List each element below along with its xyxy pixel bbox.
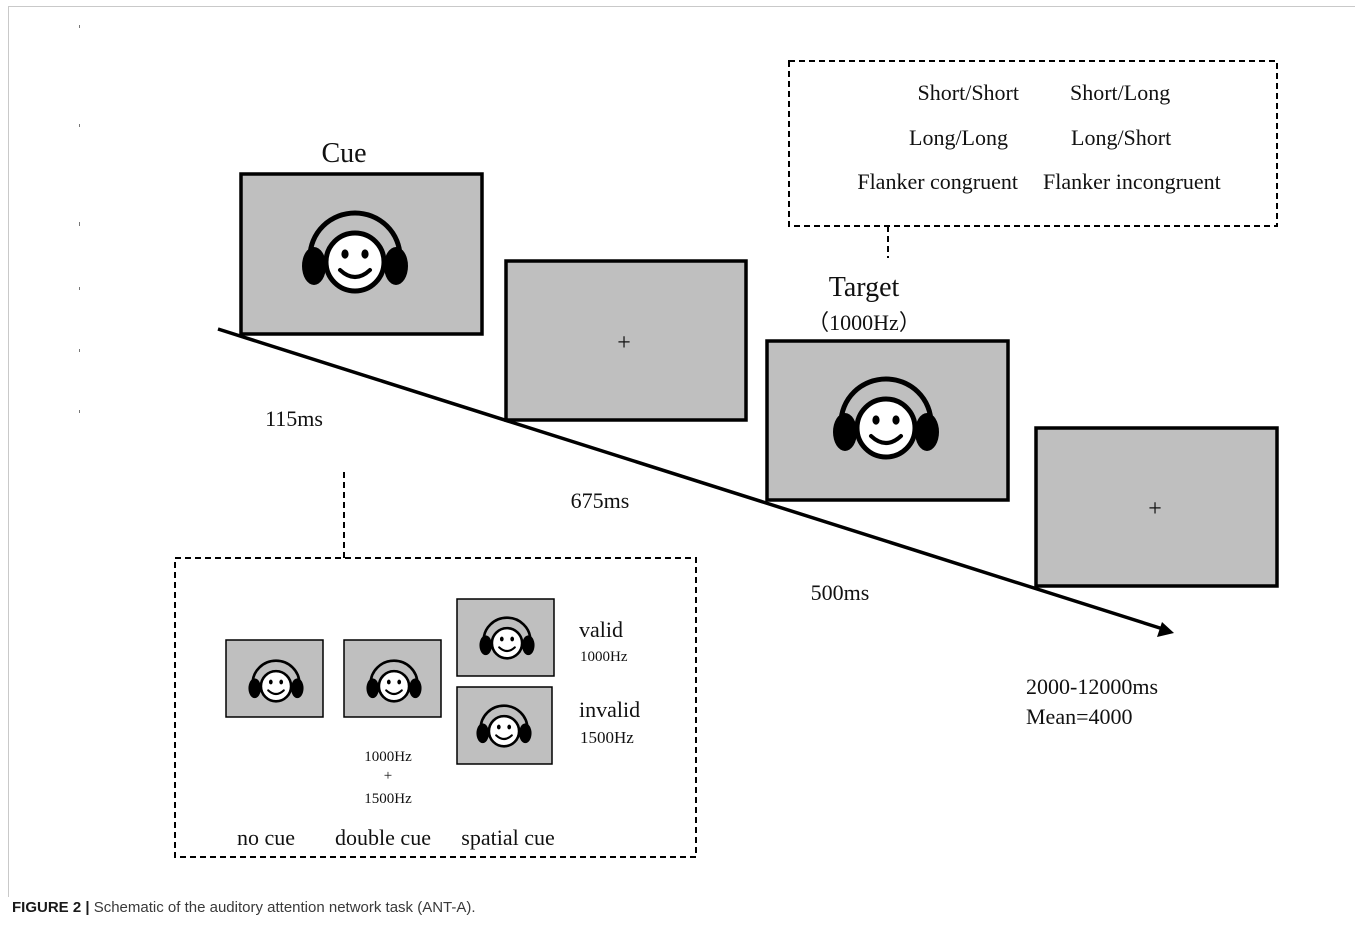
double-cue-frequency-1: 1000Hz [364, 749, 412, 765]
condition-short-short: Short/Short [918, 80, 1019, 105]
fixation-cross-1: + [617, 330, 631, 356]
invalid-frequency: 1500Hz [580, 728, 634, 747]
fixation-screen-1 [504, 259, 748, 422]
no-cue-label: no cue [237, 825, 295, 850]
iti-duration-range: 2000-12000ms [1026, 674, 1158, 699]
condition-long-long: Long/Long [909, 125, 1008, 150]
condition-flanker-incongruent: Flanker incongruent [1043, 169, 1221, 194]
condition-long-short: Long/Short [1071, 125, 1171, 150]
invalid-label: invalid [579, 697, 640, 722]
figure-caption-text: Schematic of the auditory attention netw… [89, 899, 476, 916]
target-conditions-box [788, 60, 1278, 227]
fixation-cross-2: + [1148, 496, 1162, 522]
target-subtitle: （1000Hz） [807, 310, 921, 335]
valid-label: valid [579, 617, 623, 642]
double-cue-frequency-2: 1500Hz [364, 791, 412, 807]
cue-title: Cue [321, 138, 366, 169]
fixation-1-duration: 675ms [571, 488, 630, 513]
cue-types-box [174, 557, 697, 858]
valid-frequency: 1000Hz [580, 649, 628, 665]
double-cue-screen [343, 639, 442, 718]
timeline-arrow [217, 327, 1164, 631]
target-duration: 500ms [811, 580, 870, 605]
spatial-cue-label: spatial cue [461, 825, 554, 850]
fixation-screen-2 [1034, 426, 1279, 588]
double-cue-plus: + [384, 768, 392, 784]
arrow-head-icon [1157, 622, 1174, 637]
condition-flanker-congruent: Flanker congruent [857, 169, 1018, 194]
figure-caption-label: FIGURE 2 | [12, 899, 90, 916]
condition-short-long: Short/Long [1070, 80, 1170, 105]
target-title: Target [829, 272, 900, 303]
double-cue-label: double cue [335, 825, 431, 850]
edge-marks [79, 25, 80, 413]
iti-duration-mean: Mean=4000 [1026, 704, 1133, 729]
figure-caption: FIGURE 2 | Schematic of the auditory att… [12, 899, 1342, 916]
figure-frame [8, 6, 1355, 897]
cue-duration: 115ms [265, 406, 323, 431]
